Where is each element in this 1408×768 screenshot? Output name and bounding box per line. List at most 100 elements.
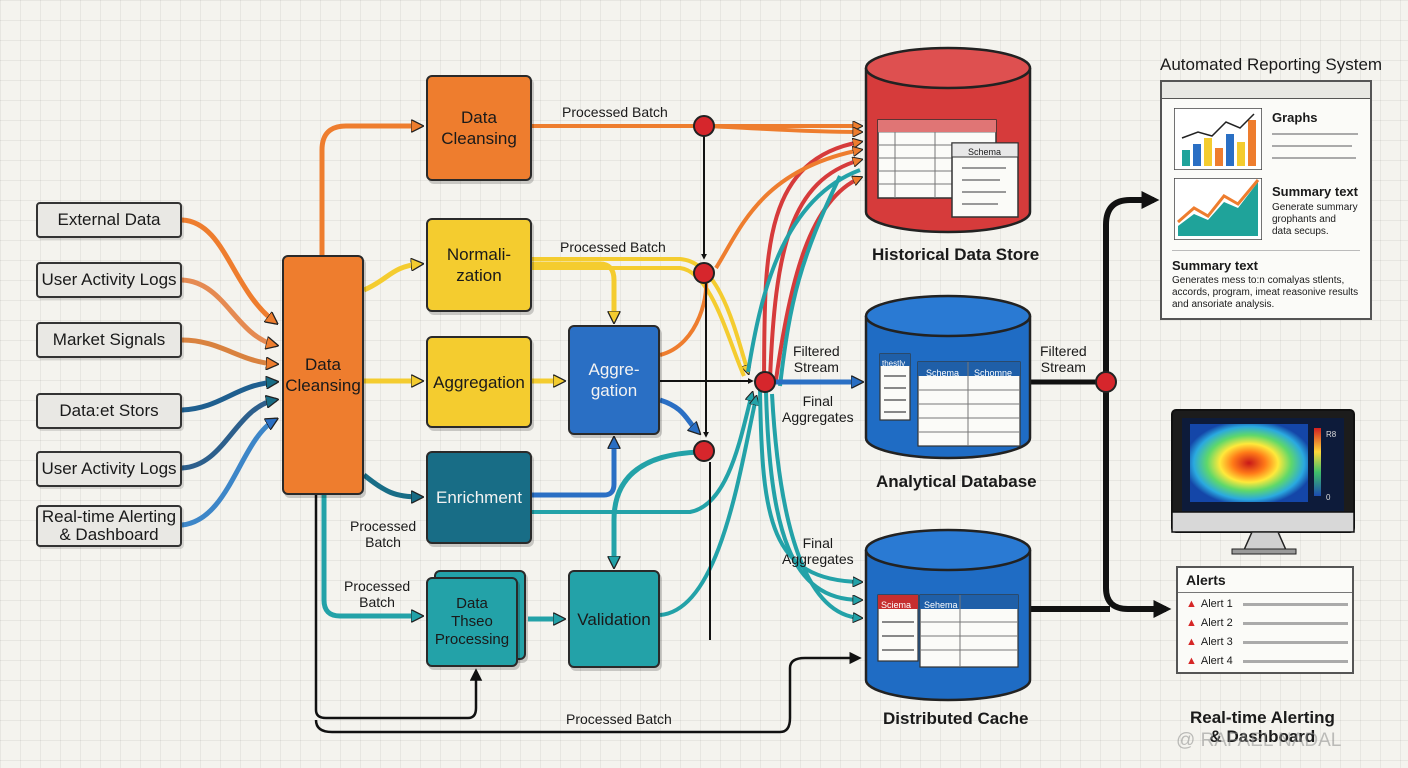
alert-bar (1242, 640, 1348, 644)
realtime-dashboard-title: Real-time Alerting & Dashboard (1190, 708, 1335, 746)
flow-to-alerts (1103, 382, 1172, 618)
flow-norm-to-aggblue (532, 261, 614, 320)
cache-tag-1: Sciema (881, 600, 912, 610)
alert-row[interactable]: ▲ Alert 3 (1186, 634, 1348, 650)
source-user-activity-logs[interactable]: User Activity Logs (36, 262, 182, 298)
hub-mid (693, 262, 715, 284)
source-external-data[interactable]: External Data (36, 202, 182, 238)
alerts-panel: Alerts ▲ Alert 1 ▲ Alert 2 ▲ Alert 3 ▲ A… (1176, 566, 1354, 674)
flow-norm-out-2 (532, 266, 746, 377)
cache-cylinder (864, 528, 1032, 702)
analytical-tag-1: thestly (882, 359, 906, 368)
label-processed-batch-mid: Processed Batch (560, 239, 666, 255)
label-processed-batch-top: Processed Batch (562, 104, 668, 120)
alert-bar (1242, 659, 1348, 663)
graphs-placeholder-lines (1272, 133, 1358, 159)
alerts-divider (1178, 592, 1352, 593)
flow-valid-out (659, 398, 756, 617)
reporting-panel-header (1162, 82, 1370, 99)
flow-hubA-to-cache-3 (770, 393, 860, 618)
monitor-scale-low: 0 (1326, 493, 1331, 502)
hub-low (693, 440, 715, 462)
label-processed-batch-low: Processed Batch (344, 578, 411, 610)
source-realtime-alerting[interactable]: Real-time Alerting & Dashboard (36, 505, 182, 547)
monitor-scale-high: R8 (1326, 430, 1337, 439)
flow-to-reporting (1103, 191, 1160, 382)
flow-hub1-to-hist (703, 124, 860, 132)
source-market-signals[interactable]: Market Signals (36, 322, 182, 358)
flow-bottom-loop (314, 494, 483, 720)
process-aggregation-blue[interactable]: Aggre- gation (568, 325, 660, 435)
label-filtered-stream-1: Filtered Stream (793, 343, 840, 375)
analytical-tag-3: Schomne (974, 368, 1013, 378)
warning-icon: ▲ (1186, 617, 1197, 629)
alert-bar (1242, 602, 1348, 606)
alert-row[interactable]: ▲ Alert 2 (1186, 615, 1348, 631)
analytical-db-title: Analytical Database (876, 472, 1037, 491)
flow-realtime (179, 420, 275, 528)
flow-teal-to-hist (778, 175, 842, 387)
process-cleansing-top[interactable]: Data Cleansing (426, 75, 532, 181)
flow-hubA-to-cache-1 (758, 389, 860, 582)
dashboard-monitor (1171, 409, 1355, 555)
watermark: @ RAFAEL NADAL (1176, 730, 1342, 751)
flow-useractivity-1 (179, 277, 275, 345)
process-validation[interactable]: Validation (568, 570, 660, 668)
alert-row[interactable]: ▲ Alert 1 (1186, 596, 1348, 612)
process-cleansing-main[interactable]: Data Cleansing (282, 255, 364, 495)
source-dataset-stores[interactable]: Data:et Stors (36, 393, 182, 429)
analytical-db-cylinder (864, 294, 1032, 460)
bar-graph-icon (1174, 108, 1262, 170)
summary-title-2: Summary text (1172, 258, 1258, 273)
alerts-title: Alerts (1186, 572, 1226, 588)
warning-icon: ▲ (1186, 598, 1197, 610)
flow-dataset (179, 382, 275, 413)
flow-hubA-to-hist-1 (762, 142, 860, 381)
flow-hubA-to-hist-3 (774, 178, 860, 381)
historical-schema-tag: Schema (968, 147, 1002, 157)
alert-label: Alert 3 (1200, 636, 1233, 648)
flow-to-normalization (363, 264, 420, 293)
historical-store-cylinder (864, 46, 1032, 234)
summary-body-1: Generate summary grophants and data secu… (1272, 202, 1358, 237)
flow-external (179, 217, 275, 322)
flow-to-processing-1 (321, 494, 420, 616)
flow-market (179, 337, 275, 364)
cache-tag-2: Sehema (924, 600, 958, 610)
analytical-tag-2: Schema (926, 368, 960, 378)
area-chart-icon (1174, 178, 1262, 240)
source-user-activity-logs-2[interactable]: User Activity Logs (36, 451, 182, 487)
hub-right (1095, 371, 1117, 393)
historical-store-title: Historical Data Store (872, 245, 1040, 264)
label-final-aggregates-1: Final Aggregates (782, 393, 854, 425)
flow-to-cache-bottom (314, 651, 862, 734)
flow-enrich-to-aggblue (532, 440, 614, 498)
label-final-aggregates-2: Final Aggregates (782, 535, 854, 567)
process-data-processing[interactable]: Data Thseo Processing (426, 577, 518, 667)
panel-divider (1172, 250, 1360, 251)
flow-aggblue-out (659, 274, 709, 357)
label-processed-batch-enrich: Processed Batch (350, 518, 417, 550)
flow-hub2-orange (714, 150, 860, 270)
flow-to-cleansing-top (319, 126, 420, 255)
flow-hubA-to-cache-2 (764, 391, 860, 600)
hub-central (754, 371, 776, 393)
flow-to-enrichment (362, 473, 420, 497)
flow-hub3-to-valid (614, 449, 701, 565)
hub-top (693, 115, 715, 137)
label-processed-batch-bottom: Processed Batch (566, 711, 672, 727)
flow-enrich-out (532, 394, 752, 514)
process-normalization[interactable]: Normali- zation (426, 218, 532, 312)
alert-label: Alert 4 (1200, 655, 1233, 667)
process-enrichment[interactable]: Enrichment (426, 451, 532, 544)
reporting-panel: Graphs Summary text Generate summary gro… (1160, 80, 1372, 320)
label-filtered-stream-2: Filtered Stream (1040, 343, 1087, 375)
flow-norm-out (532, 257, 748, 372)
process-aggregation[interactable]: Aggregation (426, 336, 532, 428)
alert-label: Alert 1 (1200, 598, 1233, 610)
summary-body-2: Generates mess to:n comalyas stlents, ac… (1172, 275, 1359, 310)
alert-row[interactable]: ▲ Alert 4 (1186, 653, 1348, 669)
alert-label: Alert 2 (1200, 617, 1233, 629)
cache-title: Distributed Cache (883, 709, 1029, 728)
